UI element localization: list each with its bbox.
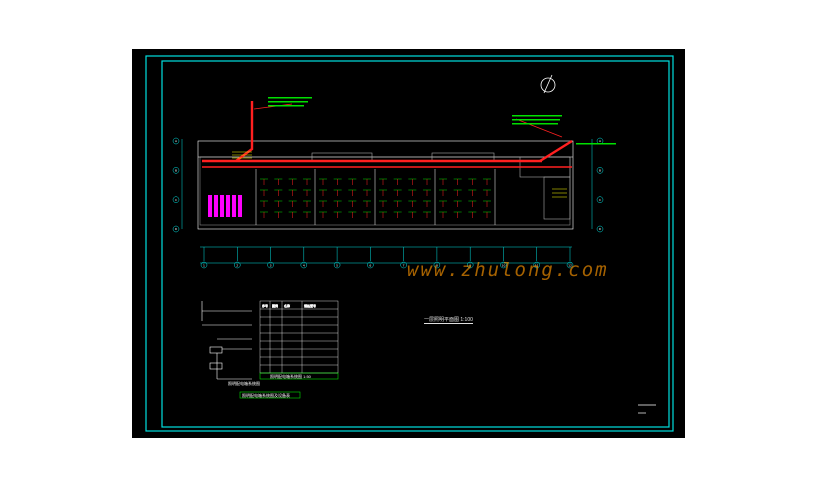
axis-bubble bbox=[596, 225, 604, 233]
axis-label: 9 bbox=[469, 264, 471, 268]
axis-bubble bbox=[172, 196, 180, 203]
table-caption-highlight bbox=[259, 372, 339, 380]
building-outline bbox=[197, 140, 574, 230]
axis-bubble bbox=[400, 261, 407, 269]
axis-bubble bbox=[367, 261, 374, 269]
axis-label: A bbox=[599, 139, 602, 143]
table-header: 序号 bbox=[262, 303, 268, 308]
axis-bubble bbox=[300, 261, 308, 269]
axis-bubble bbox=[333, 261, 341, 269]
diagram-caption-2: 照明配电箱系统图及设备表 bbox=[242, 392, 290, 398]
axis-label: B bbox=[175, 169, 177, 173]
plan-title: 一层照明平面图 1:100 bbox=[424, 317, 473, 324]
diagram-caption-highlight bbox=[239, 391, 301, 399]
axis-bubble bbox=[200, 261, 208, 269]
axis-bubble bbox=[566, 261, 574, 269]
axis-bubble bbox=[172, 167, 180, 174]
outer-frame bbox=[145, 55, 674, 432]
axis-label: 10 bbox=[502, 264, 506, 268]
axis-bubble bbox=[466, 261, 474, 269]
north-arrow-icon bbox=[540, 74, 556, 94]
dimension-lines bbox=[181, 139, 593, 264]
table-header: 规格型号 bbox=[304, 303, 316, 308]
axis-label: D bbox=[599, 227, 602, 231]
table-header: 图例 bbox=[272, 303, 278, 308]
axis-grid-left: A A B B C C D D bbox=[172, 137, 604, 233]
distribution-devices bbox=[208, 195, 242, 217]
axis-label: A bbox=[175, 139, 178, 143]
axis-label: 1 bbox=[203, 264, 205, 268]
axis-label: 4 bbox=[303, 264, 305, 268]
light-fixtures bbox=[260, 178, 491, 218]
axis-label: 2 bbox=[236, 264, 238, 268]
wiring-runs bbox=[202, 101, 573, 168]
axis-bubble bbox=[533, 261, 540, 269]
axis-label: C bbox=[175, 198, 177, 202]
title-block-marks bbox=[638, 404, 656, 414]
annotation-notes bbox=[268, 97, 616, 145]
inner-frame bbox=[161, 60, 670, 428]
watermark: www.zhulong.com bbox=[407, 259, 609, 281]
axis-bubble bbox=[596, 196, 604, 203]
axis-label: 12 bbox=[568, 264, 572, 268]
axis-bubble bbox=[172, 137, 180, 145]
axis-bubble bbox=[596, 167, 604, 174]
room-partitions bbox=[255, 169, 496, 225]
system-diagram bbox=[201, 301, 252, 380]
axis-bubble bbox=[267, 261, 274, 269]
equipment-table: 序号图例 名称 规格型号 bbox=[259, 300, 339, 374]
axis-bubble bbox=[234, 261, 241, 269]
stair bbox=[232, 151, 567, 198]
axis-label: 5 bbox=[336, 264, 338, 268]
axis-label: C bbox=[599, 198, 601, 202]
axis-label: 11 bbox=[535, 264, 539, 268]
axis-label: 6 bbox=[369, 264, 371, 268]
table-header: 名称 bbox=[284, 303, 290, 308]
axis-label: B bbox=[599, 169, 601, 173]
diagram-caption-1: 照明配电箱系统图 bbox=[228, 380, 260, 386]
axis-label: D bbox=[175, 227, 178, 231]
axis-label: 7 bbox=[403, 264, 405, 268]
axis-label: 8 bbox=[436, 264, 438, 268]
axis-bubble bbox=[172, 225, 180, 233]
table-caption: 照明配电箱系统图 1:50 bbox=[270, 373, 312, 379]
axis-bubble bbox=[500, 261, 507, 269]
axis-label: 3 bbox=[270, 264, 272, 268]
axis-bubble bbox=[433, 261, 441, 269]
